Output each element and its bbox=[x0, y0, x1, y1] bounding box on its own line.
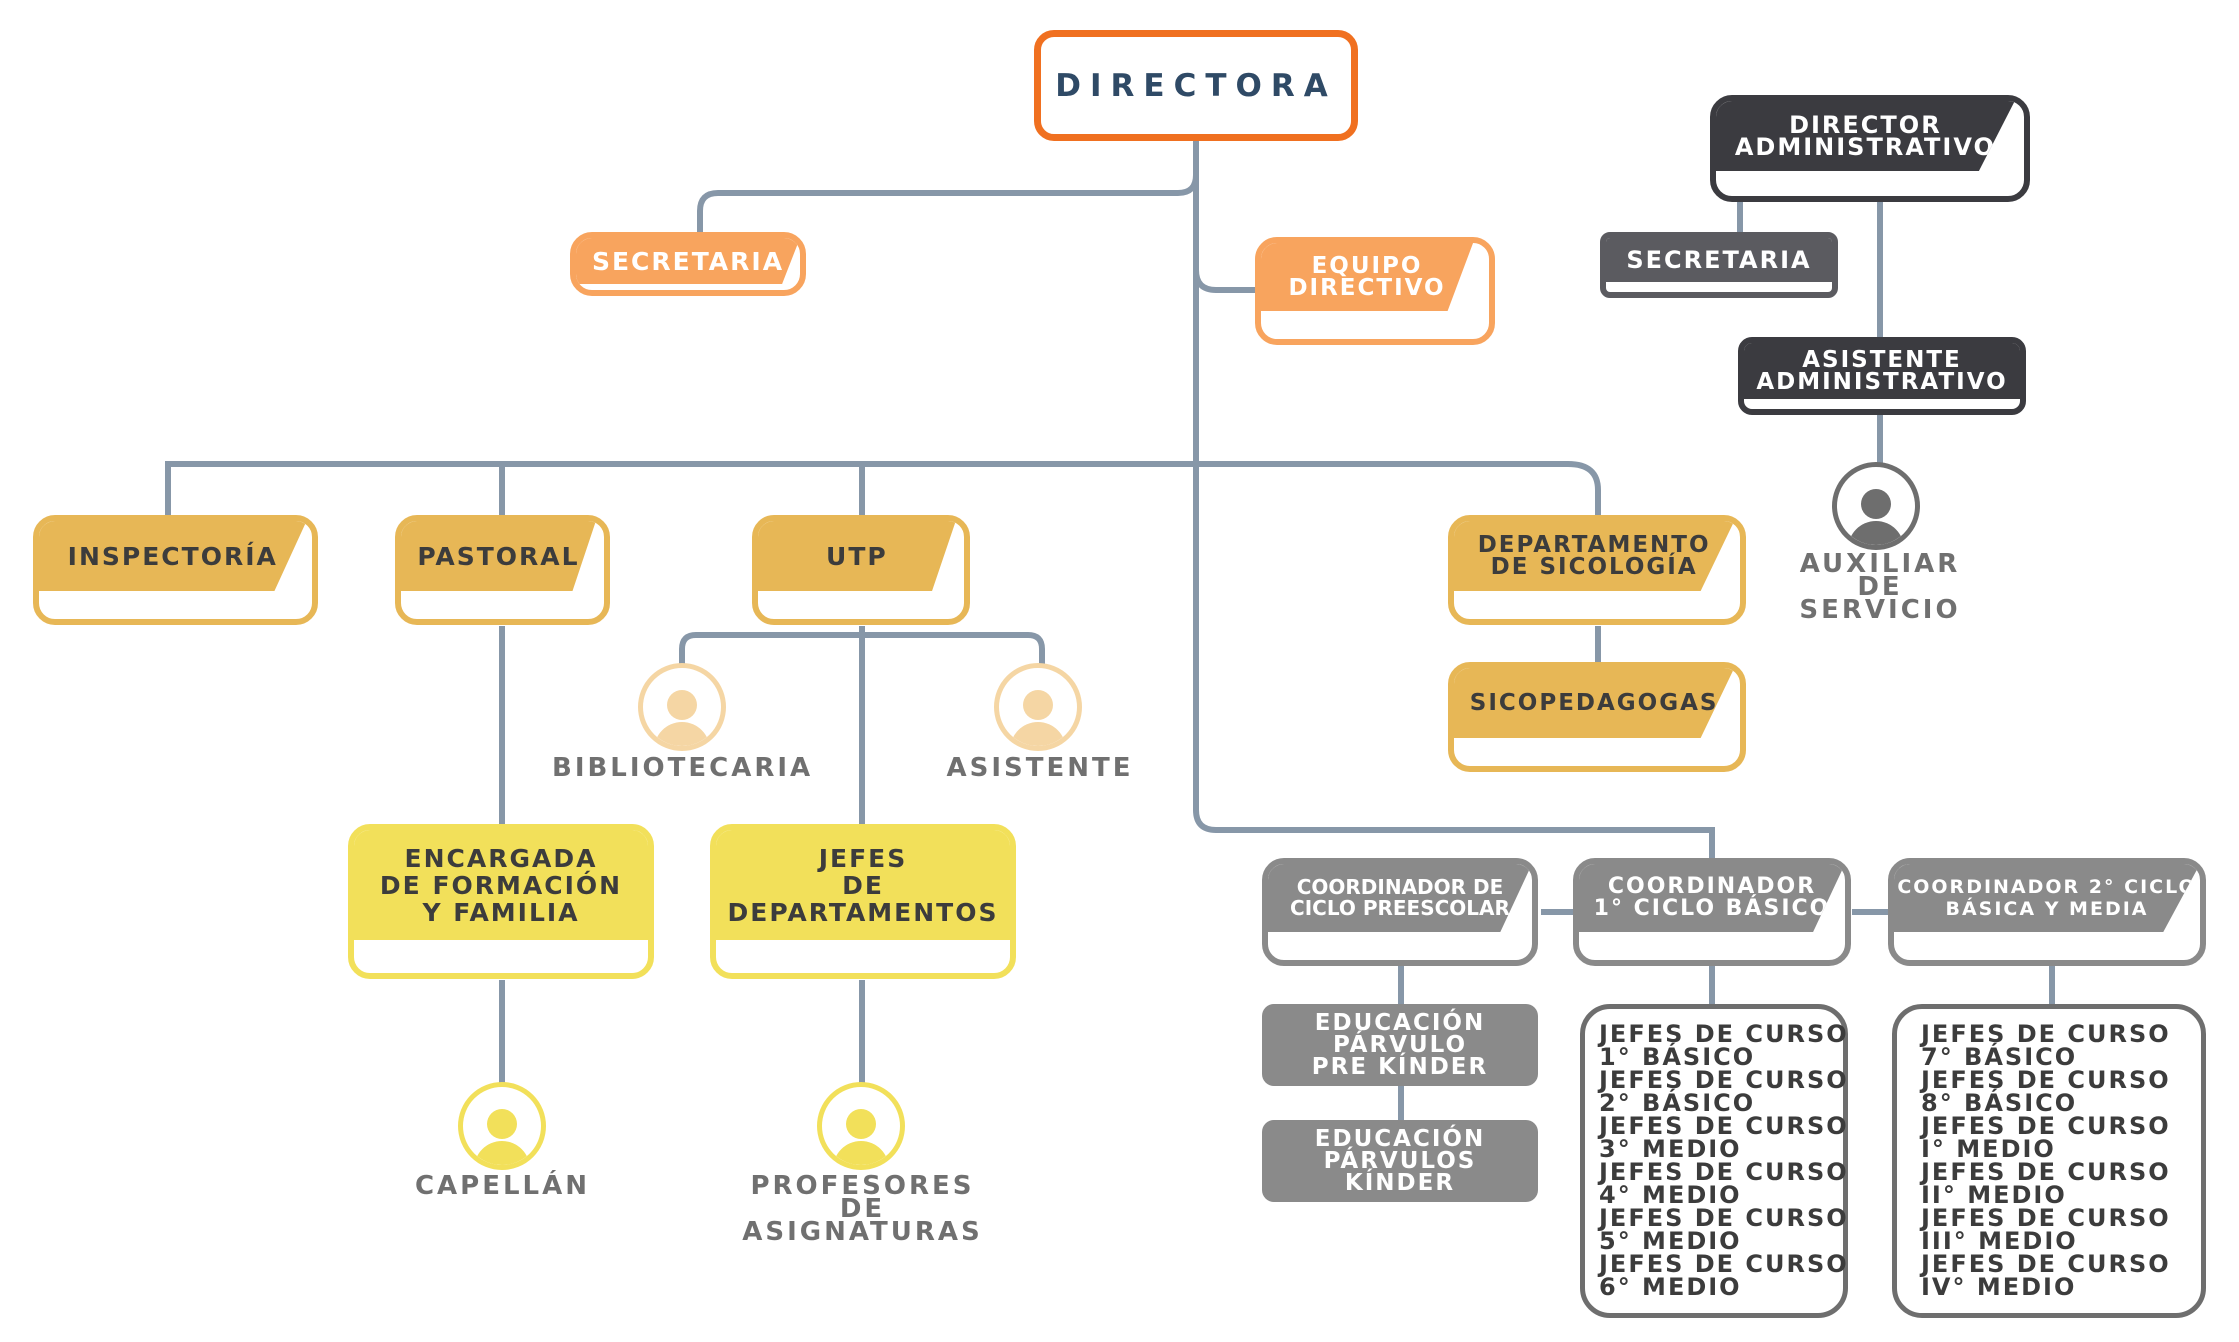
jefes-curso-basico-list: JEFES DE CURSO 1° BÁSICO JEFES DE CURSO … bbox=[1580, 1004, 1848, 1318]
director-administrativo-box: DIRECTOR ADMINISTRATIVO bbox=[1710, 95, 2030, 202]
list-item: JEFES DE CURSO bbox=[1921, 1066, 2171, 1094]
equipo-directivo-line2: DIRECTIVO bbox=[1288, 275, 1446, 301]
asistente-administrativo-line2: ADMINISTRATIVO bbox=[1756, 369, 2008, 395]
profesores-avatar-icon bbox=[817, 1082, 905, 1170]
list-item: III° MEDIO bbox=[1921, 1227, 2078, 1255]
list-item: JEFES DE CURSO bbox=[1921, 1158, 2171, 1186]
secretaria-box: SECRETARIA bbox=[570, 232, 806, 296]
asistente-avatar-icon bbox=[994, 663, 1082, 751]
equipo-directivo-line1: EQUIPO bbox=[1311, 253, 1423, 279]
asistente-administrativo-box: ASISTENTE ADMINISTRATIVO bbox=[1738, 337, 2026, 415]
auxiliar-avatar-icon bbox=[1832, 462, 1920, 550]
departamento-sicologia-box: DEPARTAMENTO DE SICOLOGÍA bbox=[1448, 515, 1746, 625]
coord-basico-line2: 1° CICLO BÁSICO bbox=[1593, 896, 1831, 921]
list-item: 2° BÁSICO bbox=[1599, 1089, 1756, 1117]
list-item: JEFES DE CURSO bbox=[1599, 1158, 1849, 1186]
encargada-line1: ENCARGADA bbox=[404, 843, 598, 873]
director-administrativo-line1: DIRECTOR bbox=[1789, 111, 1942, 139]
inspectoria-box: INSPECTORÍA bbox=[33, 515, 318, 625]
coord-basico-line1: COORDINADOR bbox=[1607, 874, 1817, 899]
list-item: JEFES DE CURSO bbox=[1599, 1066, 1849, 1094]
equipo-directivo-box: EQUIPO DIRECTIVO bbox=[1255, 237, 1495, 345]
coord-segundo-line1: COORDINADOR 2° CICLO bbox=[1897, 876, 2197, 898]
inspectoria-label: INSPECTORÍA bbox=[39, 521, 307, 591]
asistente-administrativo-line1: ASISTENTE bbox=[1802, 347, 1962, 373]
director-administrativo-line2: ADMINISTRATIVO bbox=[1734, 133, 1996, 161]
jefes-departamentos-line2: DE bbox=[842, 870, 884, 900]
bibliotecaria-label: BIBLIOTECARIA bbox=[552, 753, 814, 783]
list-item: 7° BÁSICO bbox=[1921, 1043, 2078, 1071]
directora-label: DIRECTORA bbox=[1055, 67, 1337, 104]
coordinador-basico-box: COORDINADOR 1° CICLO BÁSICO bbox=[1573, 858, 1851, 966]
encargada-line3: Y FAMILIA bbox=[422, 897, 580, 927]
parvulo-pre-kinder-box: EDUCACIÓN PÁRVULO PRE KÍNDER bbox=[1262, 1004, 1538, 1086]
encargada-line2: DE FORMACIÓN bbox=[379, 870, 623, 900]
secretaria-admin-label: SECRETARIA bbox=[1606, 238, 1832, 282]
sicopedagogas-box: SICOPEDAGOGAS bbox=[1448, 662, 1746, 772]
list-item: 1° BÁSICO bbox=[1599, 1043, 1756, 1071]
coord-preescolar-line1: COORDINADOR DE bbox=[1296, 875, 1504, 899]
jefes-curso-media-list: JEFES DE CURSO 7° BÁSICO JEFES DE CURSO … bbox=[1892, 1004, 2206, 1318]
list-item: 3° MEDIO bbox=[1599, 1135, 1742, 1163]
pastoral-box: PASTORAL bbox=[395, 515, 610, 625]
directora-box: DIRECTORA bbox=[1034, 30, 1358, 141]
secretaria-admin-box: SECRETARIA bbox=[1600, 232, 1838, 298]
list-item: 4° MEDIO bbox=[1599, 1181, 1742, 1209]
bibliotecaria-avatar-icon bbox=[638, 663, 726, 751]
list-item: I° MEDIO bbox=[1921, 1135, 2056, 1163]
capellan-avatar-icon bbox=[458, 1082, 546, 1170]
encargada-formacion-box: ENCARGADA DE FORMACIÓN Y FAMILIA bbox=[348, 824, 654, 979]
departamento-sicologia-line2: DE SICOLOGÍA bbox=[1490, 554, 1698, 580]
capellan-label: CAPELLÁN bbox=[414, 1171, 591, 1201]
departamento-sicologia-line1: DEPARTAMENTO bbox=[1477, 532, 1711, 558]
utp-box: UTP bbox=[752, 515, 970, 625]
list-item: II° MEDIO bbox=[1921, 1181, 2067, 1209]
coordinador-segundo-ciclo-box: COORDINADOR 2° CICLO BÁSICA Y MEDIA bbox=[1888, 858, 2206, 966]
list-item: JEFES DE CURSO bbox=[1599, 1250, 1849, 1278]
auxiliar-servicio-label: AUXILIAR DE SERVICIO bbox=[1799, 549, 1961, 625]
sicopedagogas-label: SICOPEDAGOGAS bbox=[1454, 668, 1735, 738]
list-item: JEFES DE CURSO bbox=[1921, 1112, 2171, 1140]
list-item: JEFES DE CURSO bbox=[1599, 1112, 1849, 1140]
coord-segundo-line2: BÁSICA Y MEDIA bbox=[1945, 898, 2149, 920]
list-item: JEFES DE CURSO bbox=[1599, 1204, 1849, 1232]
profesores-label: PROFESORES DE ASIGNATURAS bbox=[742, 1171, 983, 1247]
list-item: IV° MEDIO bbox=[1921, 1273, 2077, 1301]
utp-label: UTP bbox=[758, 521, 956, 591]
pastoral-label: PASTORAL bbox=[401, 521, 596, 591]
asistente-label: ASISTENTE bbox=[946, 753, 1134, 783]
coord-preescolar-line2: CICLO PREESCOLAR bbox=[1290, 896, 1510, 920]
jefes-departamentos-line3: DEPARTAMENTOS bbox=[727, 897, 999, 927]
list-item: JEFES DE CURSO bbox=[1921, 1204, 2171, 1232]
list-item: JEFES DE CURSO bbox=[1599, 1020, 1849, 1048]
list-item: JEFES DE CURSO bbox=[1921, 1250, 2171, 1278]
list-item: 6° MEDIO bbox=[1599, 1273, 1742, 1301]
list-item: 8° BÁSICO bbox=[1921, 1089, 2078, 1117]
jefes-departamentos-box: JEFES DE DEPARTAMENTOS bbox=[710, 824, 1016, 979]
list-item: JEFES DE CURSO bbox=[1921, 1020, 2171, 1048]
parvulos-kinder-box: EDUCACIÓN PÁRVULOS KÍNDER bbox=[1262, 1120, 1538, 1202]
coordinador-preescolar-box: COORDINADOR DE CICLO PREESCOLAR bbox=[1262, 858, 1538, 966]
list-item: 5° MEDIO bbox=[1599, 1227, 1742, 1255]
jefes-departamentos-line1: JEFES bbox=[818, 843, 908, 873]
secretaria-label: SECRETARIA bbox=[576, 238, 800, 284]
